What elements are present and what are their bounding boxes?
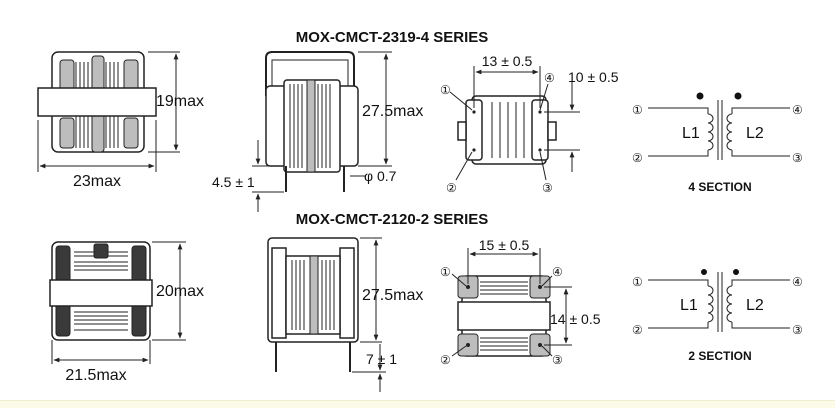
side-height-label-top: 27.5max [362, 103, 423, 120]
section-label-bottom: 2 SECTION [688, 349, 751, 363]
bottom-pin-2-top: ② [446, 181, 457, 195]
bottom-pitch-y-label-top: 10 ± 0.5 [568, 69, 619, 85]
series-title-bottom: MOX-CMCT-2120-2 SERIES [296, 211, 489, 228]
front-view-bottom: 20max 21.5max [49, 241, 204, 384]
schematic-coil-l2-bottom: L2 [746, 297, 764, 314]
schematic-pin-2-top: ② [632, 151, 643, 165]
bottom-pin-4-top: ④ [544, 71, 555, 85]
schematic-bottom: ① ② ③ ④ L1 L2 2 SECTION [632, 269, 803, 363]
side-height-label-bottom: 27.5max [362, 287, 423, 304]
side-lead-label-top: 4.5 ± 1 [212, 174, 255, 190]
section-label-top: 4 SECTION [688, 180, 751, 194]
front-height-label-top: 19max [156, 93, 204, 110]
front-width-label-bottom: 21.5max [65, 367, 126, 384]
bottom-pitch-y-label-bottom: 14 ± 0.5 [550, 311, 601, 327]
bottom-pin-3-bottom: ③ [552, 353, 563, 367]
front-height-label-bottom: 20max [156, 283, 204, 300]
schematic-pin-2-bottom: ② [632, 323, 643, 337]
bottom-view-bottom: 15 ± 0.5 14 ± 0.5 ① ② ③ ④ [440, 237, 601, 367]
schematic-top: ① ② ③ ④ L1 L2 4 SECTION [632, 92, 803, 194]
side-view-top: 27.5max 4.5 ± 1 φ 0.7 [212, 51, 423, 212]
side-pin-label-top: φ 0.7 [364, 168, 397, 184]
bottom-pitch-x-label-bottom: 15 ± 0.5 [479, 237, 530, 253]
front-view-top: 19max 23max [37, 51, 204, 190]
side-view-bottom: 27.5max 7 ± 1 [267, 237, 423, 392]
schematic-pin-3-top: ③ [792, 151, 803, 165]
series-title-top: MOX-CMCT-2319-4 SERIES [296, 29, 489, 46]
bottom-view-top: 13 ± 0.5 10 ± 0.5 ① ② ③ ④ [440, 53, 619, 195]
schematic-pin-3-bottom: ③ [792, 323, 803, 337]
schematic-coil-l1-bottom: L1 [680, 297, 698, 314]
schematic-pin-1-bottom: ① [632, 275, 643, 289]
schematic-pin-4-bottom: ④ [792, 275, 803, 289]
bottom-pin-2-bottom: ② [440, 353, 451, 367]
bottom-pin-3-top: ③ [542, 181, 553, 195]
schematic-coil-l2-top: L2 [746, 125, 764, 142]
bottom-pin-1-top: ① [440, 83, 451, 97]
schematic-coil-l1-top: L1 [682, 125, 700, 142]
front-width-label-top: 23max [73, 173, 121, 190]
bottom-pin-1-bottom: ① [440, 265, 451, 279]
bottom-pitch-x-label-top: 13 ± 0.5 [482, 53, 533, 69]
schematic-pin-1-top: ① [632, 103, 643, 117]
schematic-pin-4-top: ④ [792, 103, 803, 117]
side-lead-label-bottom: 7 ± 1 [366, 351, 397, 367]
bottom-pin-4-bottom: ④ [552, 265, 563, 279]
footer-band [0, 400, 835, 408]
